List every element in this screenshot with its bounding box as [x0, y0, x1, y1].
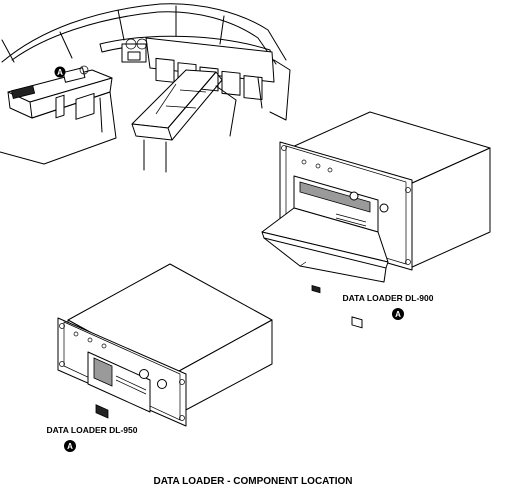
dl900-label: DATA LOADER DL-900	[343, 293, 434, 303]
data-loader-dl900-illustration	[261, 111, 491, 329]
cockpit-callout-badge	[54, 66, 66, 78]
cockpit-callout-letter: A	[57, 68, 63, 77]
dl950-label: DATA LOADER DL-950	[47, 425, 138, 435]
figure-title: DATA LOADER - COMPONENT LOCATION	[153, 476, 352, 487]
cockpit-illustration: A	[0, 3, 291, 173]
data-loader-dl950-illustration	[57, 263, 273, 427]
dl950-callout-badge	[64, 440, 76, 452]
dl900-callout-letter: A	[395, 310, 401, 319]
dl950-callout-letter: A	[67, 442, 73, 451]
dl900-callout-badge	[392, 308, 404, 320]
